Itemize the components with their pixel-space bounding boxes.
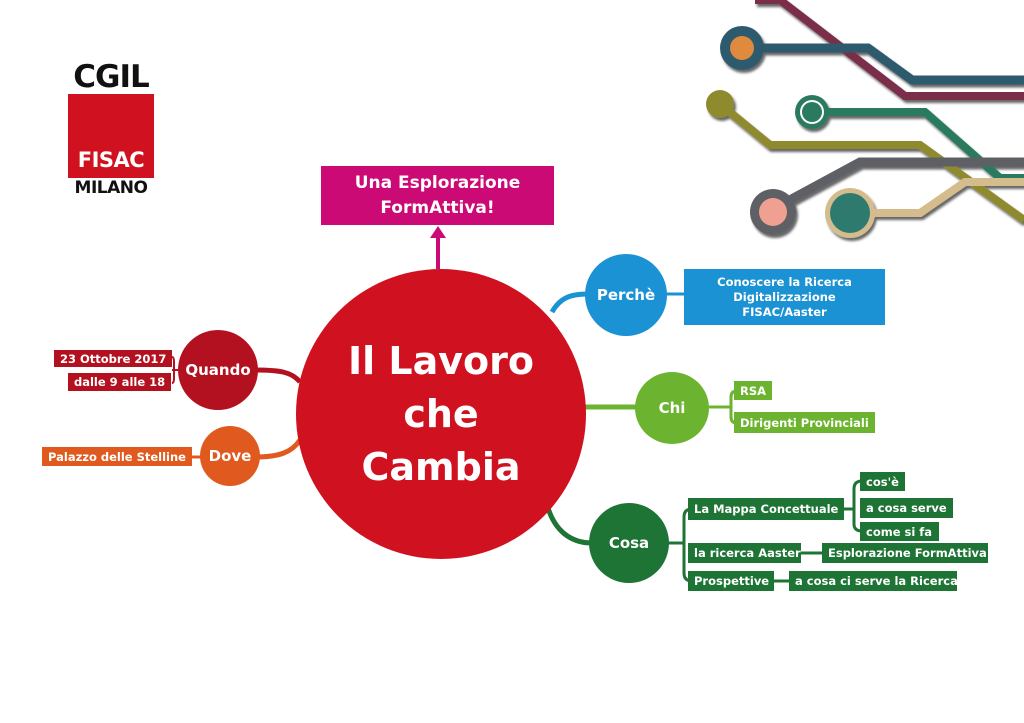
perche-reason-2: Digitalizzazione xyxy=(733,289,836,304)
tag-mappa-come-si-fa: come si fa xyxy=(860,522,939,541)
tag-cosa-prospettive: Prospettive xyxy=(688,571,774,591)
circuit-node-navy-inner xyxy=(730,36,754,60)
tag-perche-reasons: Conoscere la Ricerca Digitalizzazione FI… xyxy=(684,269,885,325)
connector-cosa xyxy=(545,507,593,546)
node-quando: Quando xyxy=(178,330,258,410)
goal-arrow-head xyxy=(430,226,446,238)
tag-quando-time: dalle 9 alle 18 xyxy=(68,373,172,391)
node-chi: Chi xyxy=(635,372,709,444)
node-quando-label: Quando xyxy=(185,361,251,379)
node-perche: Perchè xyxy=(585,254,667,336)
connector-quando xyxy=(254,367,302,384)
bracket-cosa xyxy=(666,507,693,583)
node-dove: Dove xyxy=(200,426,260,486)
logo-red-box xyxy=(68,94,154,178)
connector-perche xyxy=(549,291,589,314)
node-perche-label: Perchè xyxy=(596,286,656,304)
circuit-line-navy xyxy=(742,43,1024,85)
goal-line-1: Una Esplorazione xyxy=(354,172,521,193)
tag-chi-rsa: RSA xyxy=(734,381,773,400)
bracket-quando xyxy=(171,356,178,384)
logo-fisac: FISAC xyxy=(77,148,145,172)
tag-cosa-mappa: La Mappa Concettuale xyxy=(688,498,845,520)
central-topic: Il Lavoro che Cambia xyxy=(296,269,586,559)
circuit-node-gray-inner xyxy=(759,198,787,226)
connector-dove xyxy=(254,438,303,460)
goal-line-2: FormAttiva! xyxy=(380,197,495,218)
tag-chi-dirigenti: Dirigenti Provinciali xyxy=(734,412,875,433)
circuit-decoration xyxy=(706,0,1024,238)
perche-reason-3: FISAC/Aaster xyxy=(742,304,827,319)
tag-dove-place: Palazzo delle Stelline xyxy=(42,447,192,466)
logo-cgil: CGIL xyxy=(73,59,149,95)
central-line-2: che xyxy=(403,391,479,436)
circuit-node-teal-inner xyxy=(802,102,822,122)
node-cosa-label: Cosa xyxy=(608,534,650,552)
perche-reason-1: Conoscere la Ricerca xyxy=(717,274,852,289)
bracket-chi xyxy=(709,389,738,425)
logo-milano: MILANO xyxy=(74,178,148,198)
tag-mappa-cose: cos'è xyxy=(860,472,905,491)
tag-quando-date: 23 Ottobre 2017 xyxy=(54,350,173,367)
tag-cosa-aaster: la ricerca Aaster xyxy=(688,543,801,563)
tag-aaster-esplorazione: Esplorazione FormAttiva xyxy=(822,543,988,563)
circuit-line-tan xyxy=(850,178,1024,217)
circuit-node-olive xyxy=(706,90,734,118)
node-cosa: Cosa xyxy=(589,503,669,583)
goal-box: Una Esplorazione FormAttiva! xyxy=(321,166,554,225)
central-line-1: Il Lavoro xyxy=(348,338,534,383)
central-line-3: Cambia xyxy=(361,444,521,489)
circuit-node-tan-inner xyxy=(830,193,870,233)
node-dove-label: Dove xyxy=(208,447,252,465)
tag-prospettive-ricerca: a cosa ci serve la Ricerca xyxy=(789,571,958,591)
node-chi-label: Chi xyxy=(658,399,686,417)
tag-mappa-a-cosa-serve: a cosa serve xyxy=(860,498,953,518)
circuit-line-gray xyxy=(772,157,1024,212)
